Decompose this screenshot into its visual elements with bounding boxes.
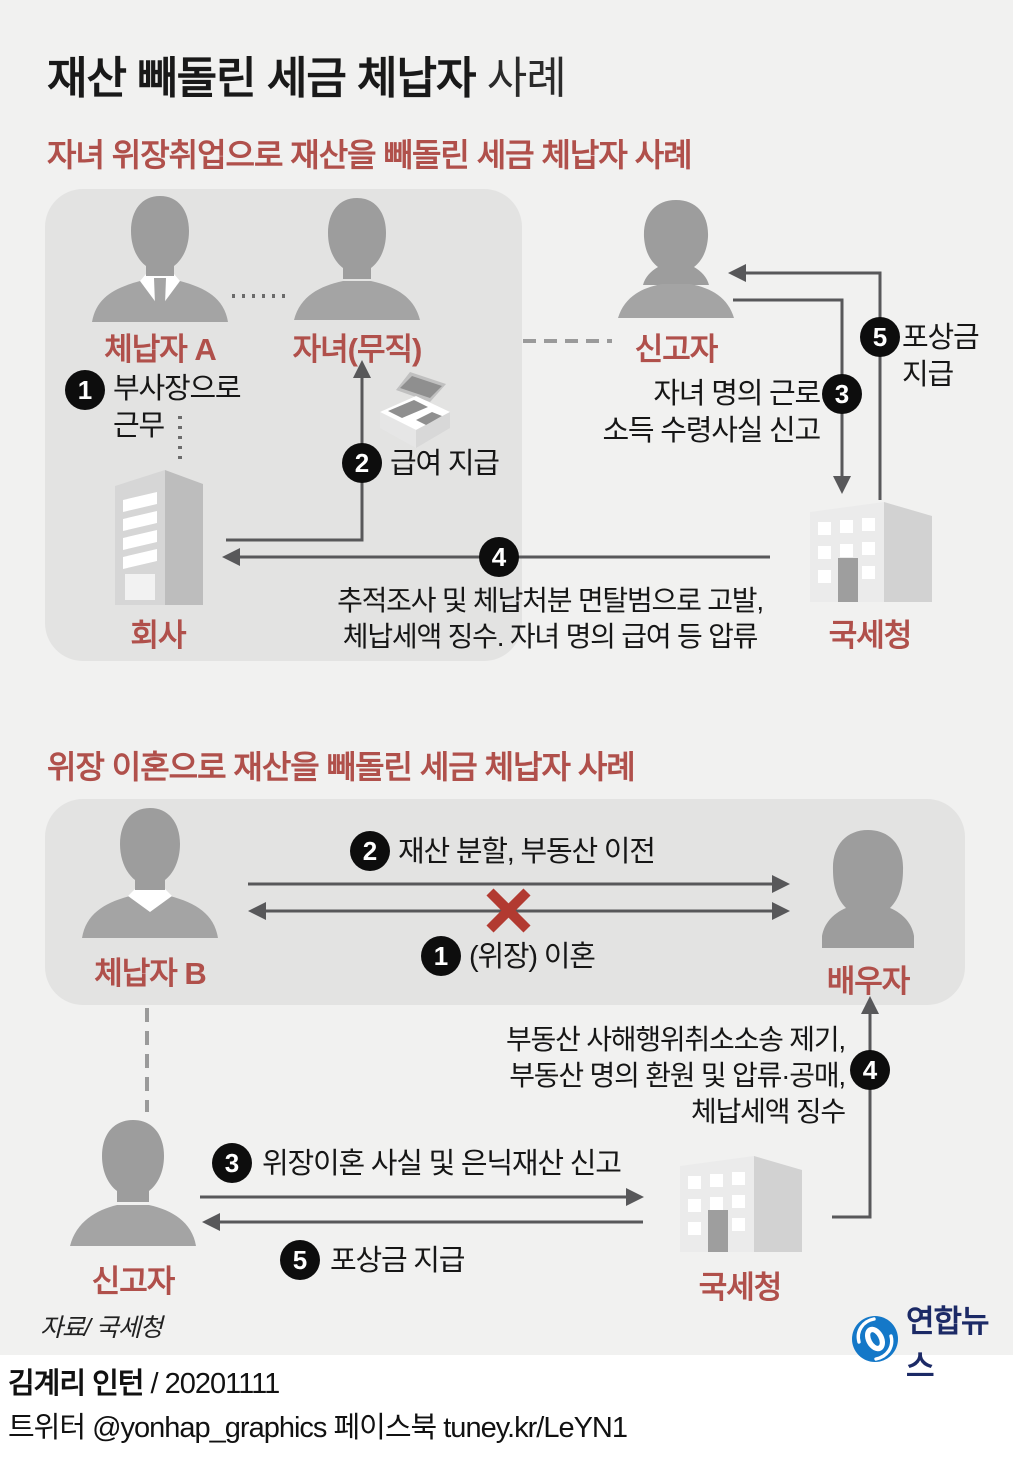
c2-step1-text: (위장) 이혼 (469, 941, 596, 973)
yonhap-logo-text: 연합뉴스 (906, 1304, 990, 1384)
c1-step2-badge: 2 (342, 443, 382, 483)
c2-step2-text: 재산 분할, 부동산 이전 (398, 836, 656, 868)
company-building-icon (103, 460, 218, 605)
yonhap-logo-icon (850, 1314, 900, 1369)
cash-icon (372, 368, 457, 450)
reporter2-person-icon (68, 1118, 198, 1246)
c1-step4-badge: 4 (479, 537, 519, 577)
page-title: 재산 빼돌린 세금 체납자 사례 (47, 42, 567, 106)
child-person-icon (292, 198, 422, 320)
c1-step2-text: 급여 지급 (390, 448, 500, 480)
delinquent-b-label: 체납자 B (94, 956, 207, 991)
c2-step3-arrowhead-right (626, 1188, 644, 1206)
credits: 김계리 인턴 / 20201111 트위터 @yonhap_graphics 페… (8, 1362, 628, 1450)
reporter1-label: 신고자 (634, 332, 719, 367)
c1-step3-text: 자녀 명의 근로 소득 수령사실 신고 (602, 378, 821, 447)
c1-step5-text: 포상금 지급 (902, 322, 980, 391)
spouse-person-icon (808, 830, 928, 948)
credit-social: 트위터 @yonhap_graphics 페이스북 tuney.kr/LeYN1 (8, 1412, 628, 1444)
credit-byline: 김계리 인턴 / 20201111 (8, 1362, 627, 1406)
reporter2-label: 신고자 (91, 1264, 176, 1299)
spouse-label: 배우자 (826, 964, 911, 999)
c2-step5-arrowhead-left (202, 1213, 220, 1231)
artboard: 재산 빼돌린 세금 체납자 사례 자녀 위장취업으로 재산을 빼돌린 세금 체납… (0, 0, 1013, 1384)
c1-step1-badge: 1 (65, 370, 105, 410)
c1-step4-text: 추적조사 및 체납처분 면탈범으로 고발, 체납세액 징수. 자녀 명의 급여 … (337, 585, 764, 652)
child-label: 자녀(무직) (292, 332, 423, 367)
case1-header: 자녀 위장취업으로 재산을 빼돌린 세금 체납자 사례 (47, 137, 693, 173)
c2-step1-badge: 1 (421, 936, 461, 976)
page-title-strong: 재산 빼돌린 세금 체납자 (47, 54, 476, 103)
c2-step5-badge: 5 (280, 1240, 320, 1280)
tax-office2-label: 국세청 (698, 1270, 783, 1305)
c1-step5-badge: 5 (860, 317, 900, 357)
delinquent-b-person-icon (80, 808, 220, 938)
delinquent-a-person-icon (90, 196, 230, 322)
c2-step3-text: 위장이혼 사실 및 은닉재산 신고 (262, 1148, 622, 1180)
credit-author: 김계리 인턴 (8, 1368, 144, 1400)
tax-office1-label: 국세청 (828, 618, 913, 653)
c1-step1-text: 부사장으로 근무 (113, 373, 242, 442)
page-title-light: 사례 (475, 54, 567, 103)
tax-office2-building-icon (676, 1152, 806, 1252)
c2-step4-badge: 4 (850, 1050, 890, 1090)
c1-step3-arrowhead-down (833, 476, 851, 494)
company-label: 회사 (130, 618, 186, 653)
delinquent-a-label: 체납자 A (104, 332, 217, 367)
reporter1-person-icon (616, 198, 736, 318)
c2-step3-badge: 3 (212, 1143, 252, 1183)
c2-step5-text: 포상금 지급 (330, 1245, 465, 1277)
tax-office1-building-icon (806, 496, 936, 602)
c2-step2-badge: 2 (350, 831, 390, 871)
c2-step4-text: 부동산 사해행위취소소송 제기, 부동산 명의 환원 및 압류·공매, 체납세액… (505, 1024, 846, 1127)
yonhap-logo: 연합뉴스 (850, 1296, 1013, 1386)
credit-date: / 20201111 (143, 1368, 281, 1400)
source-note: 자료/ 국세청 (40, 1314, 163, 1342)
case2-header: 위장 이혼으로 재산을 빼돌린 세금 체납자 사례 (47, 749, 636, 785)
c1-step3-badge: 3 (822, 374, 862, 414)
